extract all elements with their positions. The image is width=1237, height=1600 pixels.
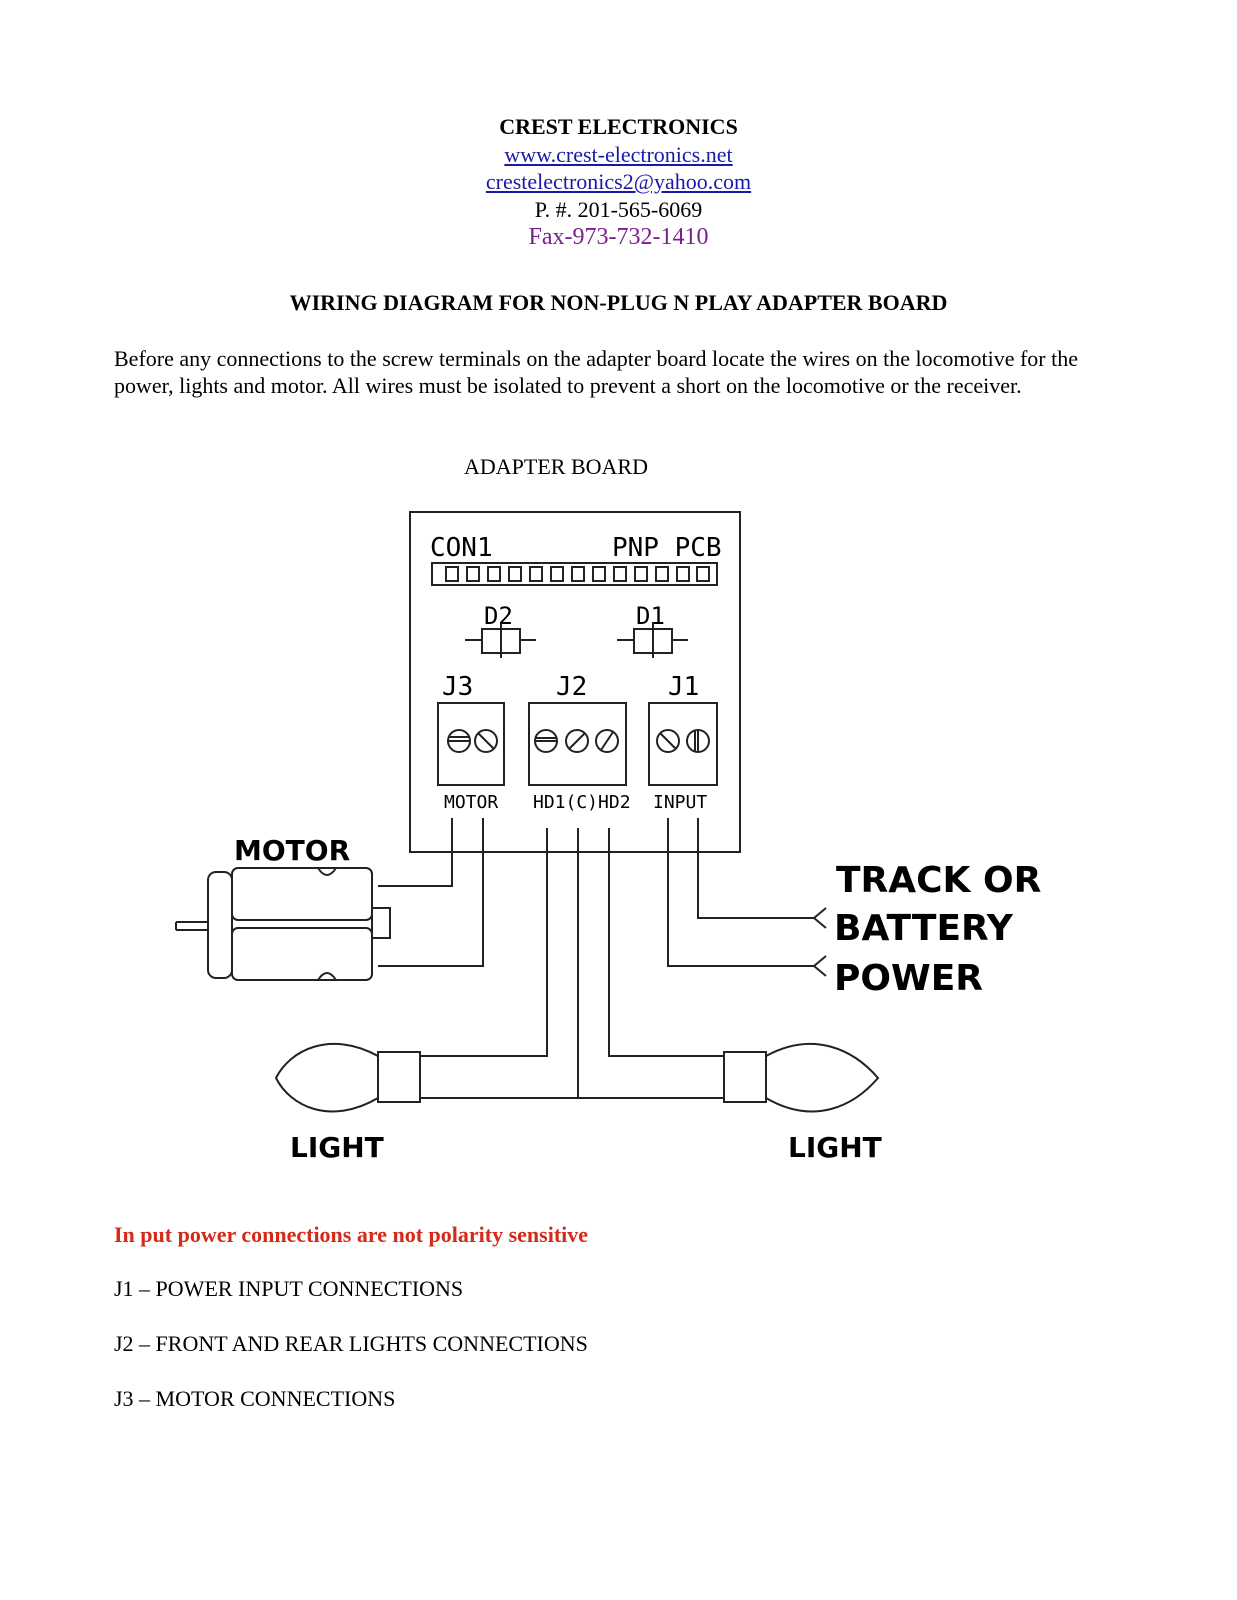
light-label-left: LIGHT [290, 1131, 384, 1164]
connection-j2: J2 – FRONT AND REAR LIGHTS CONNECTIONS [114, 1331, 588, 1356]
light-label-right: LIGHT [788, 1131, 882, 1164]
j3-label: J3 [442, 672, 473, 702]
lights-terminal-label: HD1(C)HD2 [533, 792, 631, 813]
light-wire-right [608, 828, 724, 1057]
motor-wire-1 [378, 818, 453, 887]
intro-paragraph: Before any connections to the screw term… [114, 346, 1078, 398]
website-line: www.crest-electronics.net [0, 141, 1237, 169]
power-label-line3: POWER [834, 958, 983, 999]
motor-terminal-label: MOTOR [444, 792, 498, 813]
j3-terminal-block [437, 702, 505, 786]
company-name: CREST ELECTRONICS [499, 114, 738, 139]
polarity-note: In put power connections are not polarit… [114, 1222, 589, 1247]
document-title: WIRING DIAGRAM FOR NON-PLUG N PLAY ADAPT… [289, 290, 948, 315]
pnp-pcb-label: PNP PCB [612, 533, 722, 563]
power-wire-2 [667, 818, 814, 967]
adapter-board-outline [409, 511, 741, 853]
j2-terminal-block [528, 702, 627, 786]
motor-wire-2 [378, 818, 484, 967]
fax-number: Fax-973-732-1410 [528, 224, 709, 250]
j1-label: J1 [668, 672, 699, 702]
light-wire-left [420, 828, 548, 1057]
power-label-line2: BATTERY [834, 908, 1014, 949]
connection-j3: J3 – MOTOR CONNECTIONS [114, 1386, 396, 1411]
diagram-caption: ADAPTER BOARD [464, 454, 648, 479]
d1-label: D1 [636, 602, 665, 630]
diode-d1 [617, 622, 688, 658]
light-bulb-right-icon [723, 1042, 880, 1113]
con1-label: CON1 [430, 533, 493, 563]
light-bulb-left-icon [274, 1042, 421, 1113]
email-link[interactable]: crestelectronics2@yahoo.com [485, 169, 752, 194]
motor-icon [175, 867, 391, 981]
con1-pins [445, 566, 710, 582]
power-label-line1: TRACK OR [836, 860, 1041, 901]
j1-terminal-block [648, 702, 718, 786]
wiring-diagram: CON1 PNP PCB D2 D1 J3 J2 J1 MOTOR HD1(C)… [175, 511, 1041, 1164]
input-terminal-label: INPUT [653, 792, 707, 813]
power-wire-1 [697, 818, 814, 919]
power-wire-ends [813, 907, 827, 977]
d2-label: D2 [484, 602, 513, 630]
connection-j1: J1 – POWER INPUT CONNECTIONS [114, 1276, 464, 1301]
phone-number: P. #. 201-565-6069 [534, 197, 703, 222]
diode-d2 [465, 622, 536, 658]
email-line: crestelectronics2@yahoo.com [0, 168, 1237, 196]
screw-icons [447, 729, 710, 753]
con1-header [431, 562, 718, 586]
j2-label: J2 [556, 672, 587, 702]
motor-label: MOTOR [234, 834, 350, 867]
website-link[interactable]: www.crest-electronics.net [504, 142, 733, 167]
